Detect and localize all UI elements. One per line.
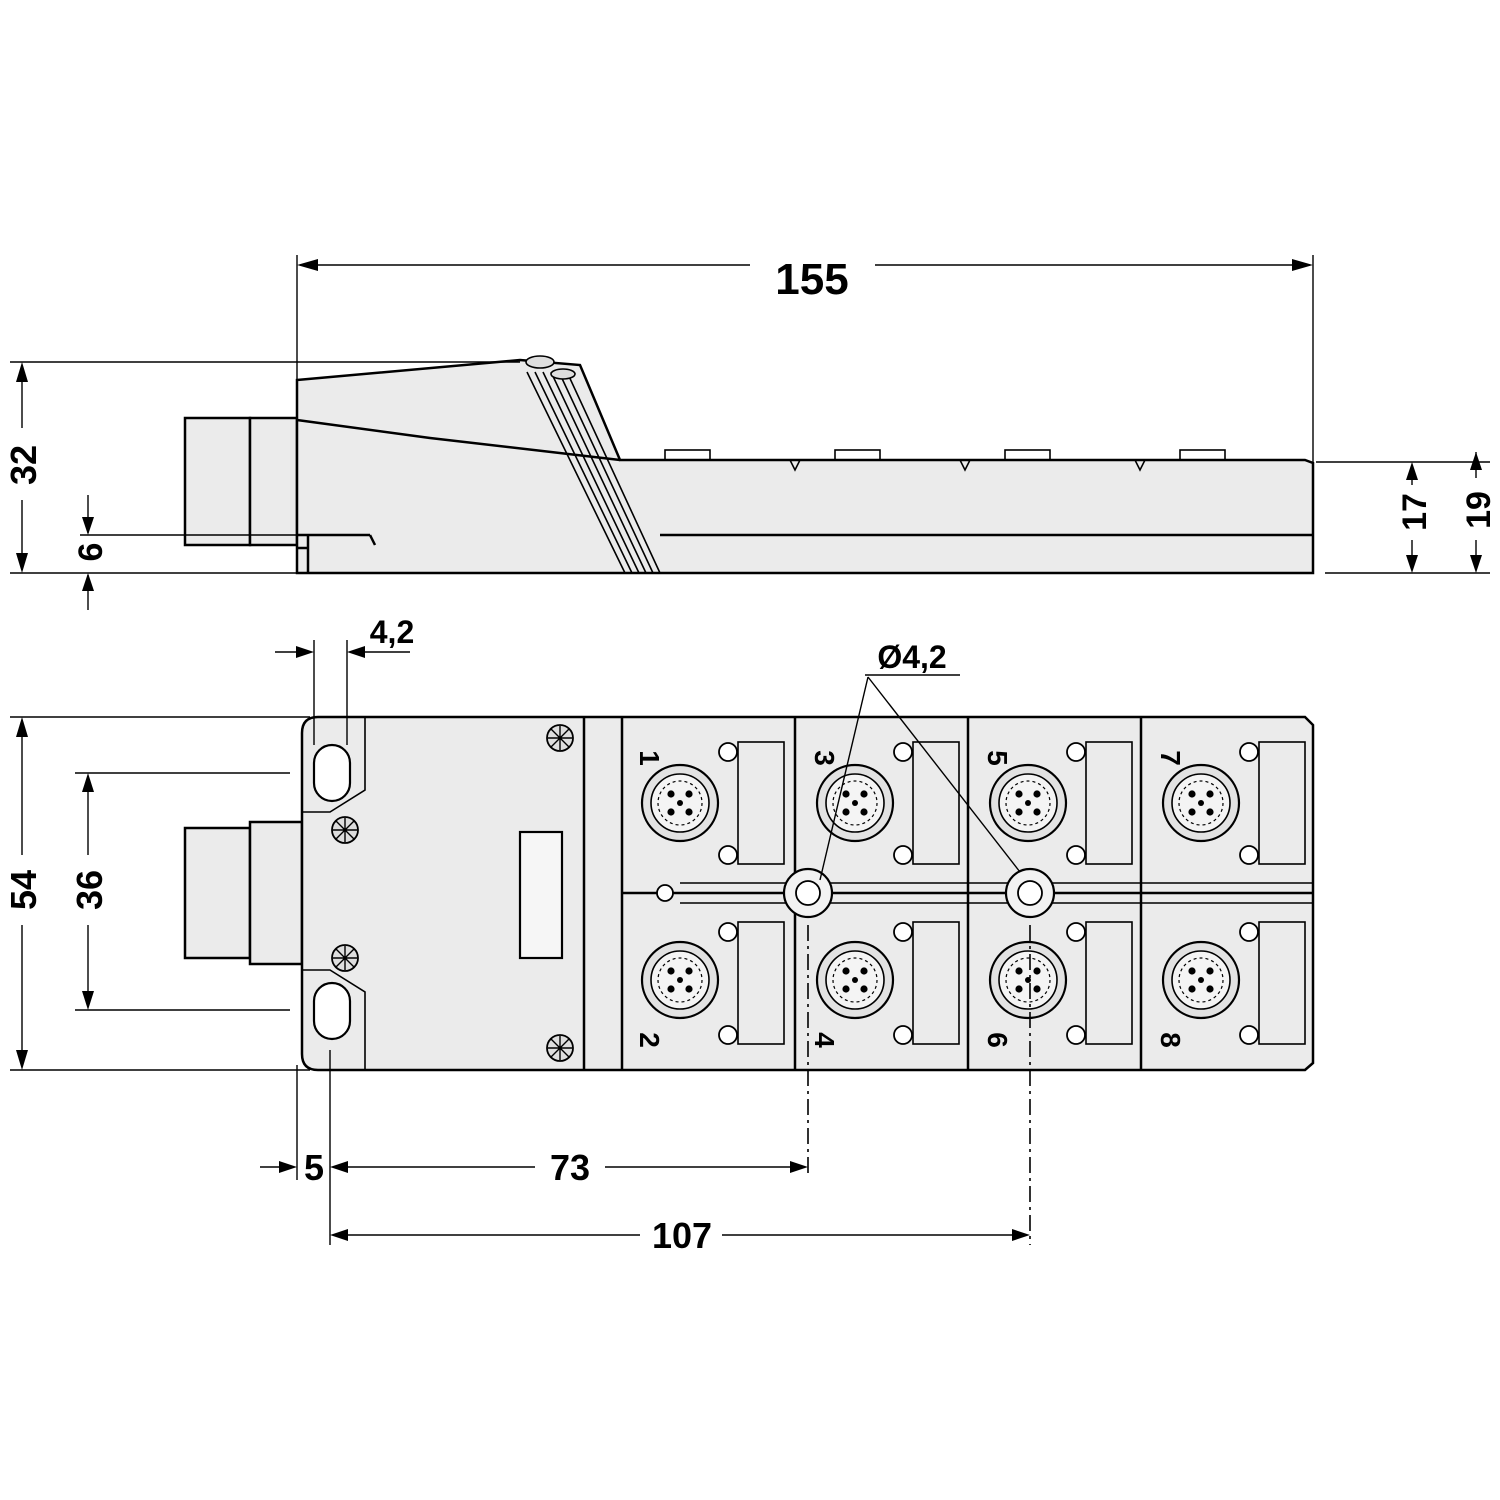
dim-hole-distance-1: 73 xyxy=(550,1147,590,1188)
port-2 xyxy=(640,921,785,1045)
dim-right-height-outer: 19 xyxy=(1460,491,1498,529)
port-label-8: 8 xyxy=(1155,1032,1186,1048)
port-8 xyxy=(1161,921,1306,1045)
port-label-4: 4 xyxy=(809,1032,840,1048)
side-housing xyxy=(295,358,1315,575)
side-view: 155 32 6 17 19 xyxy=(3,255,1498,610)
side-port-bumps xyxy=(664,449,1235,472)
dim-overall-length: 155 xyxy=(775,255,848,304)
port-7 xyxy=(1161,741,1306,865)
port-label-5: 5 xyxy=(982,750,1013,766)
dim-right-height-inner: 17 xyxy=(1396,493,1434,531)
mount-slot-top xyxy=(312,743,352,803)
mount-slot-bottom xyxy=(312,981,352,1041)
port-label-6: 6 xyxy=(982,1032,1013,1048)
dim-flange-offset: 6 xyxy=(72,543,110,562)
port-5 xyxy=(988,741,1133,865)
top-plug-connector xyxy=(183,826,252,960)
port-4 xyxy=(815,921,960,1045)
port-6 xyxy=(988,921,1133,1045)
port-1 xyxy=(640,741,785,865)
dim-edge-offset: 5 xyxy=(304,1147,324,1188)
port-3 xyxy=(815,741,960,865)
label-window xyxy=(518,830,564,960)
port-grid xyxy=(622,717,1313,1070)
dim-width: 54 xyxy=(3,870,44,910)
led-strip xyxy=(525,355,661,574)
dim-slot-width: 4,2 xyxy=(370,614,414,650)
port-label-7: 7 xyxy=(1155,750,1186,766)
dim-hole-diameter: Ø4,2 xyxy=(877,639,946,675)
port-label-3: 3 xyxy=(809,750,840,766)
dim-hole-distance-2: 107 xyxy=(652,1215,712,1256)
dim-mount-spacing: 36 xyxy=(69,870,110,910)
port-label-2: 2 xyxy=(634,1032,665,1048)
port-label-1: 1 xyxy=(634,750,665,766)
side-plug-connector xyxy=(183,416,252,547)
top-view: 1 3 5 7 2 4 6 8 4,2 Ø4,2 54 xyxy=(3,614,1315,1256)
dim-height: 32 xyxy=(3,445,44,485)
